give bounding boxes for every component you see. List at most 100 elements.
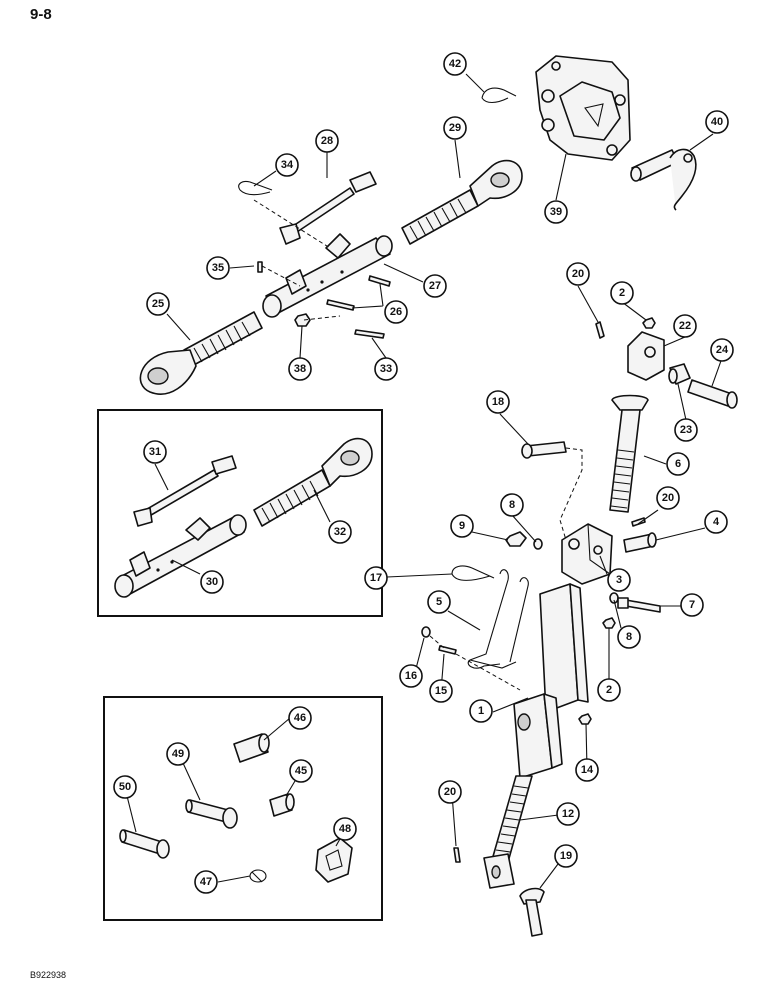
- part-2-nut-lower: [602, 617, 616, 629]
- svg-text:18: 18: [492, 396, 504, 408]
- part-6-bolt: [609, 394, 649, 513]
- svg-text:45: 45: [295, 765, 307, 777]
- callout-27: 27: [423, 274, 447, 298]
- svg-text:42: 42: [449, 58, 461, 70]
- part-45-bushing: [269, 793, 295, 817]
- part-26-pins: [326, 275, 391, 311]
- svg-text:47: 47: [200, 876, 212, 888]
- svg-text:25: 25: [152, 298, 164, 310]
- callout-22: 22: [673, 314, 697, 338]
- svg-text:48: 48: [339, 823, 351, 835]
- callout-25: 25: [146, 292, 170, 316]
- part-4-pin: [623, 532, 657, 553]
- part-1-link-bar: [513, 583, 589, 779]
- callout-26: 26: [384, 300, 408, 324]
- callout-42: 42: [443, 52, 467, 76]
- part-31-adjusting-rod: [133, 455, 237, 527]
- callout-8: 8: [617, 625, 641, 649]
- callout-48: 48: [333, 817, 357, 841]
- part-23-bushing: [668, 363, 691, 385]
- callout-5: 5: [427, 590, 451, 614]
- svg-text:40: 40: [711, 116, 723, 128]
- callout-6: 6: [666, 452, 690, 476]
- part-7-bolt: [617, 597, 661, 613]
- callout-20: 20: [438, 780, 462, 804]
- callout-20: 20: [566, 262, 590, 286]
- part-42-clip: [481, 87, 517, 104]
- part-14-nut: [578, 713, 592, 725]
- callout-29: 29: [443, 116, 467, 140]
- callout-23: 23: [674, 418, 698, 442]
- svg-text:19: 19: [560, 850, 572, 862]
- part-19-pin: [519, 887, 545, 937]
- svg-text:8: 8: [626, 631, 632, 643]
- callout-12: 12: [556, 802, 580, 826]
- callout-47: 47: [194, 870, 218, 894]
- svg-text:49: 49: [172, 748, 184, 760]
- callout-34: 34: [275, 153, 299, 177]
- part-40-pin: [630, 148, 697, 211]
- part-38-nut: [294, 313, 311, 327]
- svg-text:29: 29: [449, 122, 461, 134]
- part-24-pin: [687, 379, 738, 409]
- callout-1: 1: [469, 699, 493, 723]
- svg-text:2: 2: [619, 287, 625, 299]
- svg-text:6: 6: [675, 458, 681, 470]
- svg-text:31: 31: [149, 446, 161, 458]
- part-16-nut: [421, 626, 431, 638]
- callout-35: 35: [206, 256, 230, 280]
- svg-text:3: 3: [616, 574, 622, 586]
- part-46-bushing: [233, 733, 270, 763]
- part-20-pin-middle: [631, 517, 646, 527]
- callout-17: 17: [364, 566, 388, 590]
- svg-text:8: 8: [509, 499, 515, 511]
- part-34-pin: [238, 180, 273, 196]
- callout-39: 39: [544, 200, 568, 224]
- callout-8: 8: [500, 493, 524, 517]
- svg-text:28: 28: [321, 135, 333, 147]
- svg-text:2: 2: [606, 684, 612, 696]
- callout-38: 38: [288, 357, 312, 381]
- part-50-pin: [119, 829, 170, 859]
- svg-text:20: 20: [572, 268, 584, 280]
- callout-9: 9: [450, 514, 474, 538]
- callout-30: 30: [200, 570, 224, 594]
- svg-text:9: 9: [459, 520, 465, 532]
- callout-32: 32: [328, 520, 352, 544]
- svg-text:14: 14: [581, 764, 594, 776]
- svg-text:26: 26: [390, 306, 402, 318]
- part-28-adjusting-rod: [279, 171, 377, 245]
- svg-text:23: 23: [680, 424, 692, 436]
- part-27-tube: [262, 233, 393, 318]
- callout-group: 42 28 29 34 40 39 35 27 25 26 38 33 20 2…: [113, 52, 734, 894]
- callout-19: 19: [554, 844, 578, 868]
- svg-text:12: 12: [562, 808, 574, 820]
- part-35-pin: [257, 261, 263, 273]
- svg-text:7: 7: [689, 599, 695, 611]
- part-32-eye-end: [253, 437, 373, 527]
- svg-text:35: 35: [212, 262, 224, 274]
- part-2-nut-upper: [642, 317, 656, 329]
- svg-text:16: 16: [405, 670, 417, 682]
- svg-text:50: 50: [119, 781, 131, 793]
- callout-50: 50: [113, 775, 137, 799]
- svg-text:30: 30: [206, 576, 218, 588]
- part-29-eye-end: [401, 159, 523, 245]
- svg-text:34: 34: [281, 159, 294, 171]
- svg-text:15: 15: [435, 685, 447, 697]
- callout-45: 45: [289, 759, 313, 783]
- svg-text:4: 4: [713, 516, 720, 528]
- part-17-clip: [451, 565, 495, 581]
- svg-text:27: 27: [429, 280, 441, 292]
- svg-text:20: 20: [662, 492, 674, 504]
- part-20-pin-upper: [595, 321, 605, 339]
- callout-24: 24: [710, 338, 734, 362]
- svg-text:5: 5: [436, 596, 442, 608]
- svg-text:46: 46: [294, 712, 306, 724]
- callout-15: 15: [429, 679, 453, 703]
- callout-16: 16: [399, 664, 423, 688]
- leader-lines: [124, 73, 723, 889]
- callout-18: 18: [486, 390, 510, 414]
- part-9-nut: [505, 531, 527, 547]
